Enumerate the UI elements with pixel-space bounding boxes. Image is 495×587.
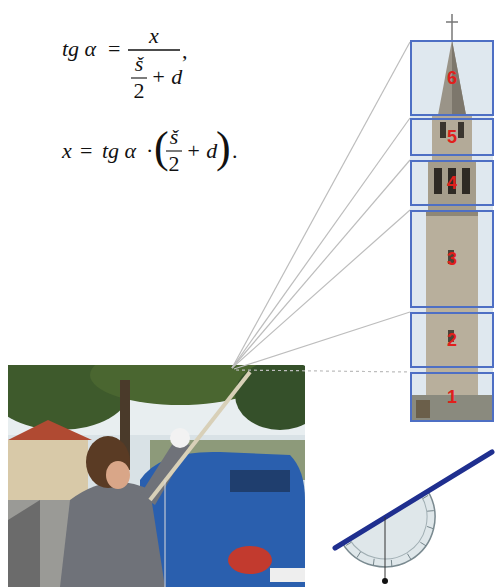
callout-number: 1 <box>447 388 457 406</box>
callout-number: 6 <box>447 69 457 87</box>
callout-number: 4 <box>447 174 457 192</box>
formula-text: tg α <box>102 140 136 162</box>
sight-lines <box>232 42 410 372</box>
formula-variable: š <box>170 126 179 148</box>
parenthesis: ( <box>154 126 169 170</box>
formula-variable: x <box>149 25 159 47</box>
formula-number: 2 <box>169 153 180 175</box>
punctuation: . <box>232 140 238 162</box>
protractor-symbol <box>335 452 492 586</box>
formula-variable: š <box>135 53 144 75</box>
parenthesis: ) <box>216 126 231 170</box>
formula-sign: = <box>80 140 92 162</box>
fraction-bar <box>128 49 180 50</box>
formula-text: + d <box>151 66 182 88</box>
formula-text: tg α <box>62 38 96 60</box>
formula-variable: x <box>62 140 72 162</box>
punctuation: , <box>182 40 188 62</box>
tower-band: 6 <box>410 40 494 116</box>
formula-text: + d <box>186 140 217 162</box>
tower-band: 2 <box>410 312 494 368</box>
tower-band: 5 <box>410 118 494 156</box>
tower-band: 1 <box>410 372 494 422</box>
callout-number: 2 <box>447 331 457 349</box>
tower-photo <box>410 14 493 422</box>
callout-number: 3 <box>447 250 457 268</box>
callout-number: 5 <box>447 128 457 146</box>
formula-number: 2 <box>134 80 145 102</box>
photo <box>0 345 325 587</box>
tower-band: 4 <box>410 160 494 206</box>
formula-sign: · <box>146 140 153 162</box>
tower-band: 3 <box>410 210 494 308</box>
formula-sign: = <box>108 38 120 60</box>
fraction-bar <box>131 77 147 78</box>
